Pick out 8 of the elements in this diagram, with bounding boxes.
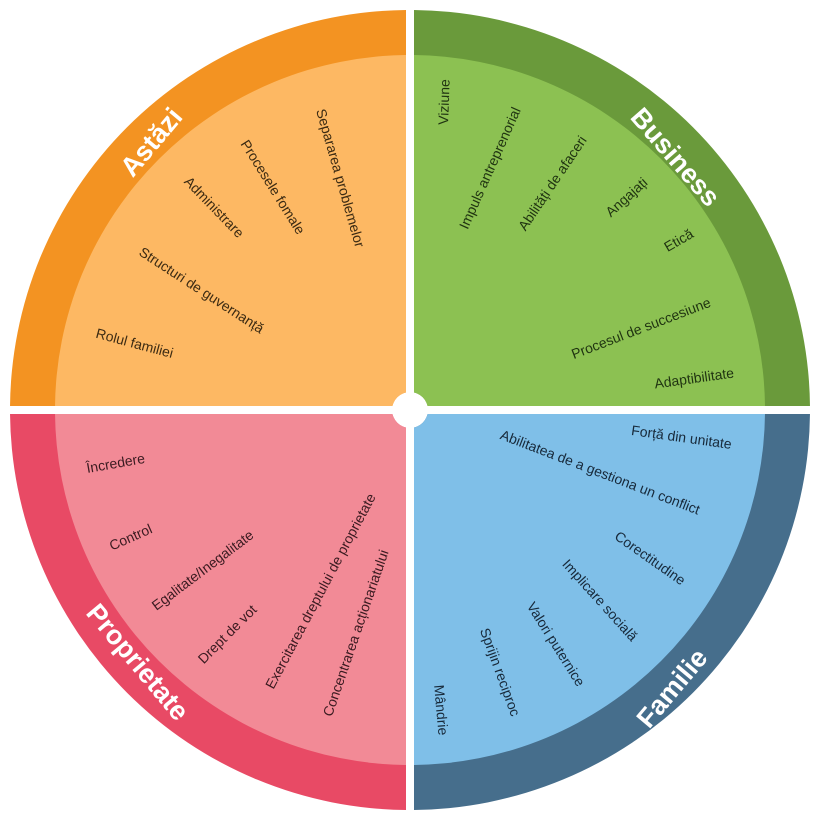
quadrant-item: Viziune [436, 78, 452, 126]
quadrant-item: Forță din unitate [630, 423, 732, 451]
quadrant-item: Rolul familiei [94, 326, 174, 360]
quadrant-item: Încredere [84, 450, 146, 476]
quadrant-item: Etică [661, 226, 696, 254]
quadrant-item: Sprijin reciproc [477, 626, 522, 718]
quadrant-item: Mândrie [432, 684, 450, 736]
quadrant-item: Adaptibilitate [653, 366, 735, 390]
